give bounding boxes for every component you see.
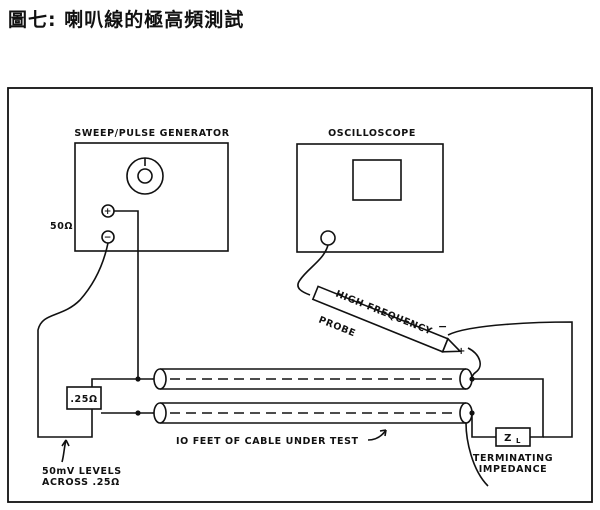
load-label: Z [504,433,512,444]
upper-cable-to-load [472,378,544,438]
sweep-pulse-generator: + − [74,142,229,252]
junction-top-left [135,376,141,382]
figure-caption: 圖七: 喇叭線的極高頻測試 [8,9,245,31]
oscilloscope-label: OSCILLOSCOPE [328,128,416,139]
load-ground-lead [465,422,489,487]
generator-negative-lead [37,242,109,438]
junction-bottom-left [135,410,141,416]
levels-label-line2: ACROSS .25Ω [42,477,120,488]
generator-label: SWEEP/PULSE GENERATOR [74,128,229,139]
terminating-impedance-label: TERMINATING [473,453,553,464]
generator-dial-center [137,168,153,184]
generator-positive-lead [114,210,152,380]
high-frequency-probe [311,285,462,353]
scope-to-probe-cable [297,244,329,296]
cable-lower [153,402,473,424]
generator-positive-sign: + [104,207,112,217]
outer-frame [7,87,593,503]
lower-cable-to-load [471,413,496,438]
resistor-bottom-lead [70,409,93,438]
oscilloscope-screen [352,159,402,201]
cable-label-arrow [367,429,387,441]
probe-label-line2: PROBE [317,315,357,340]
generator-box [74,142,229,252]
resistor-top-lead [91,378,138,387]
source-impedance-label: 50Ω [50,221,73,232]
oscilloscope [296,143,444,253]
probe-ground-lead [447,321,573,438]
probe-minus-sign: − [438,320,448,333]
load-label-sub: L [516,437,521,445]
cable-under-test-label: IO FEET OF CABLE UNDER TEST [176,436,359,447]
terminating-load [495,427,531,447]
cable-upper [153,368,473,390]
terminating-impedance-label-2: IMPEDANCE [479,464,548,475]
levels-label-line1: 50mV LEVELS [42,466,122,477]
probe-plus-sign: + [457,346,466,357]
shunt-resistor [66,386,102,410]
shunt-resistor-label: .25Ω [70,394,97,405]
probe-tip-lead [467,347,481,380]
generator-negative-sign: − [104,233,112,243]
